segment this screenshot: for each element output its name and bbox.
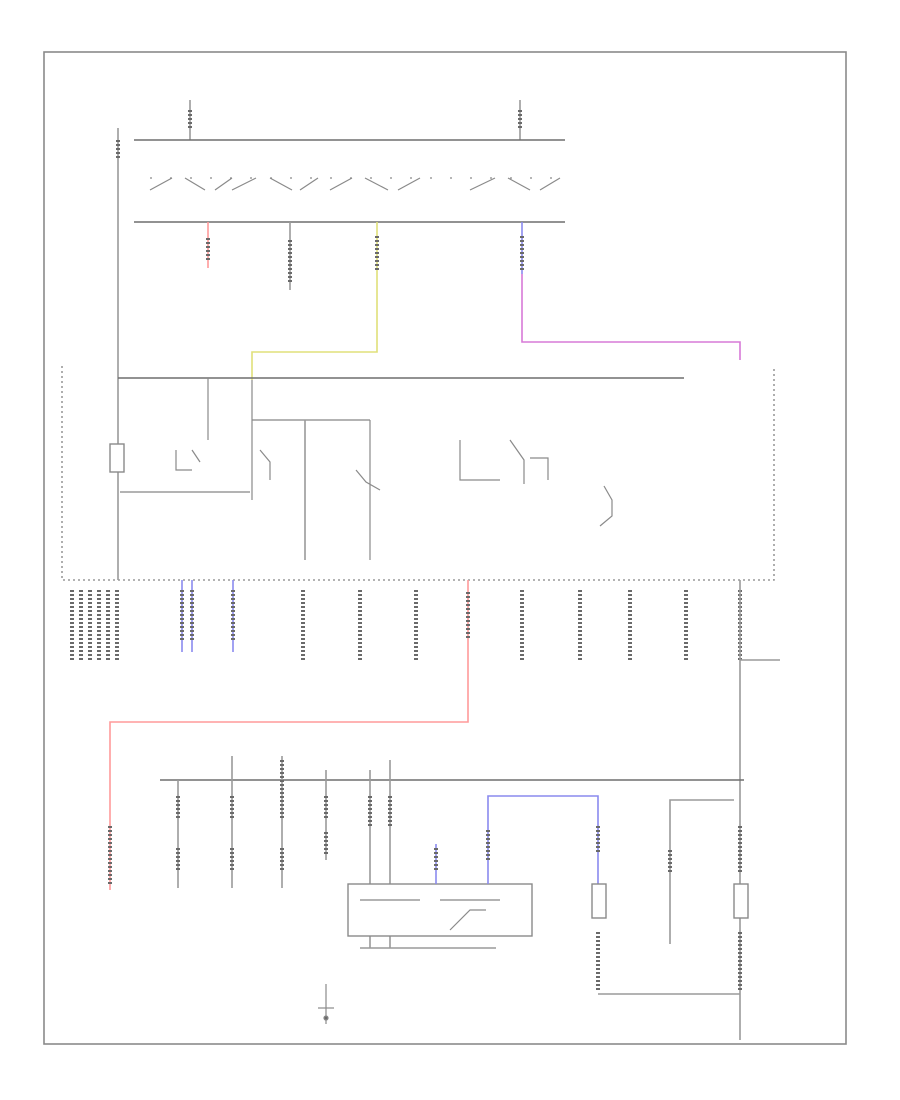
relay-coil-2: [251, 380, 271, 500]
right-feed-wire: [739, 580, 780, 1040]
relay-coil-5: [599, 485, 613, 527]
blue-connectors-pair: [180, 580, 194, 652]
fuse-element-2: [591, 883, 607, 919]
blue-module-feed: [434, 795, 600, 884]
relay-coil-1: [175, 378, 209, 471]
relay-switches: [149, 177, 561, 191]
diagram-frame: [43, 51, 847, 1045]
lower-connectors-row: [301, 590, 742, 660]
relay-coil-4: [459, 439, 549, 484]
relay-output-yellow: [251, 222, 379, 380]
right-lower-connectors: [596, 799, 742, 995]
relay-output-magenta: [520, 222, 741, 360]
ground-connectors-left: [70, 590, 119, 660]
bottom-module: [347, 883, 533, 949]
red-feed-wire: [108, 580, 470, 890]
relay-coil-3: [355, 420, 381, 560]
ground-symbol: [318, 984, 334, 1024]
fuse-element-3: [733, 883, 749, 919]
fuse-element-1: [109, 443, 125, 473]
junction-block-outline: [61, 366, 775, 581]
